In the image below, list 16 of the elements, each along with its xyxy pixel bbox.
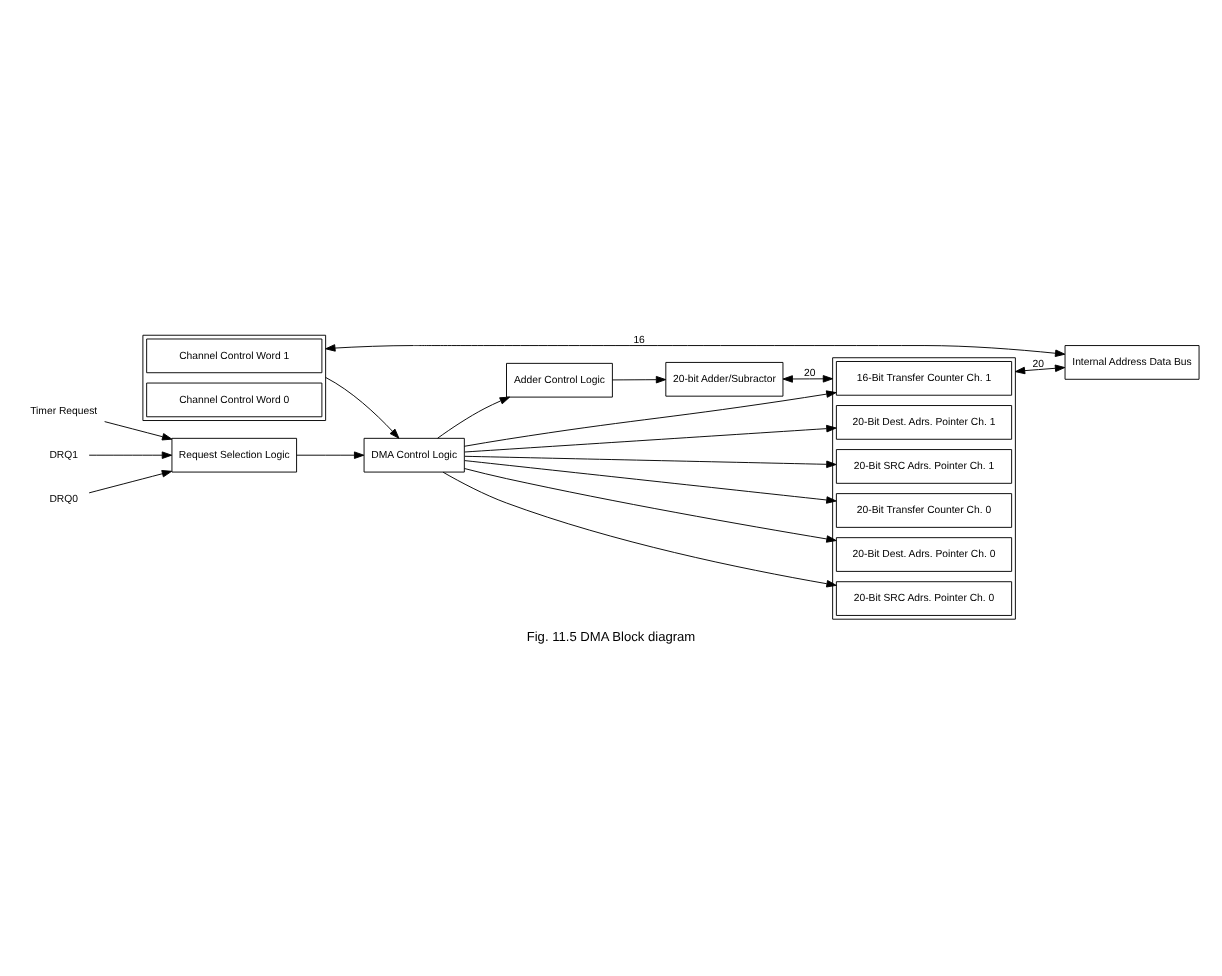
- arrow: [1014, 364, 1066, 375]
- arrow: [464, 468, 837, 543]
- arrow: [437, 396, 511, 439]
- arrow: [782, 375, 834, 383]
- arrow: [464, 460, 837, 504]
- arrow: [104, 421, 173, 441]
- arrow: [88, 470, 173, 494]
- arrow: [296, 451, 365, 459]
- arrow: [325, 376, 400, 439]
- arrow: [442, 471, 837, 588]
- arrow: [611, 375, 667, 384]
- arrow: [464, 455, 837, 469]
- arrow: [463, 390, 837, 447]
- arrow: [88, 451, 173, 459]
- arrow: [464, 424, 837, 453]
- arrow: [325, 344, 1066, 357]
